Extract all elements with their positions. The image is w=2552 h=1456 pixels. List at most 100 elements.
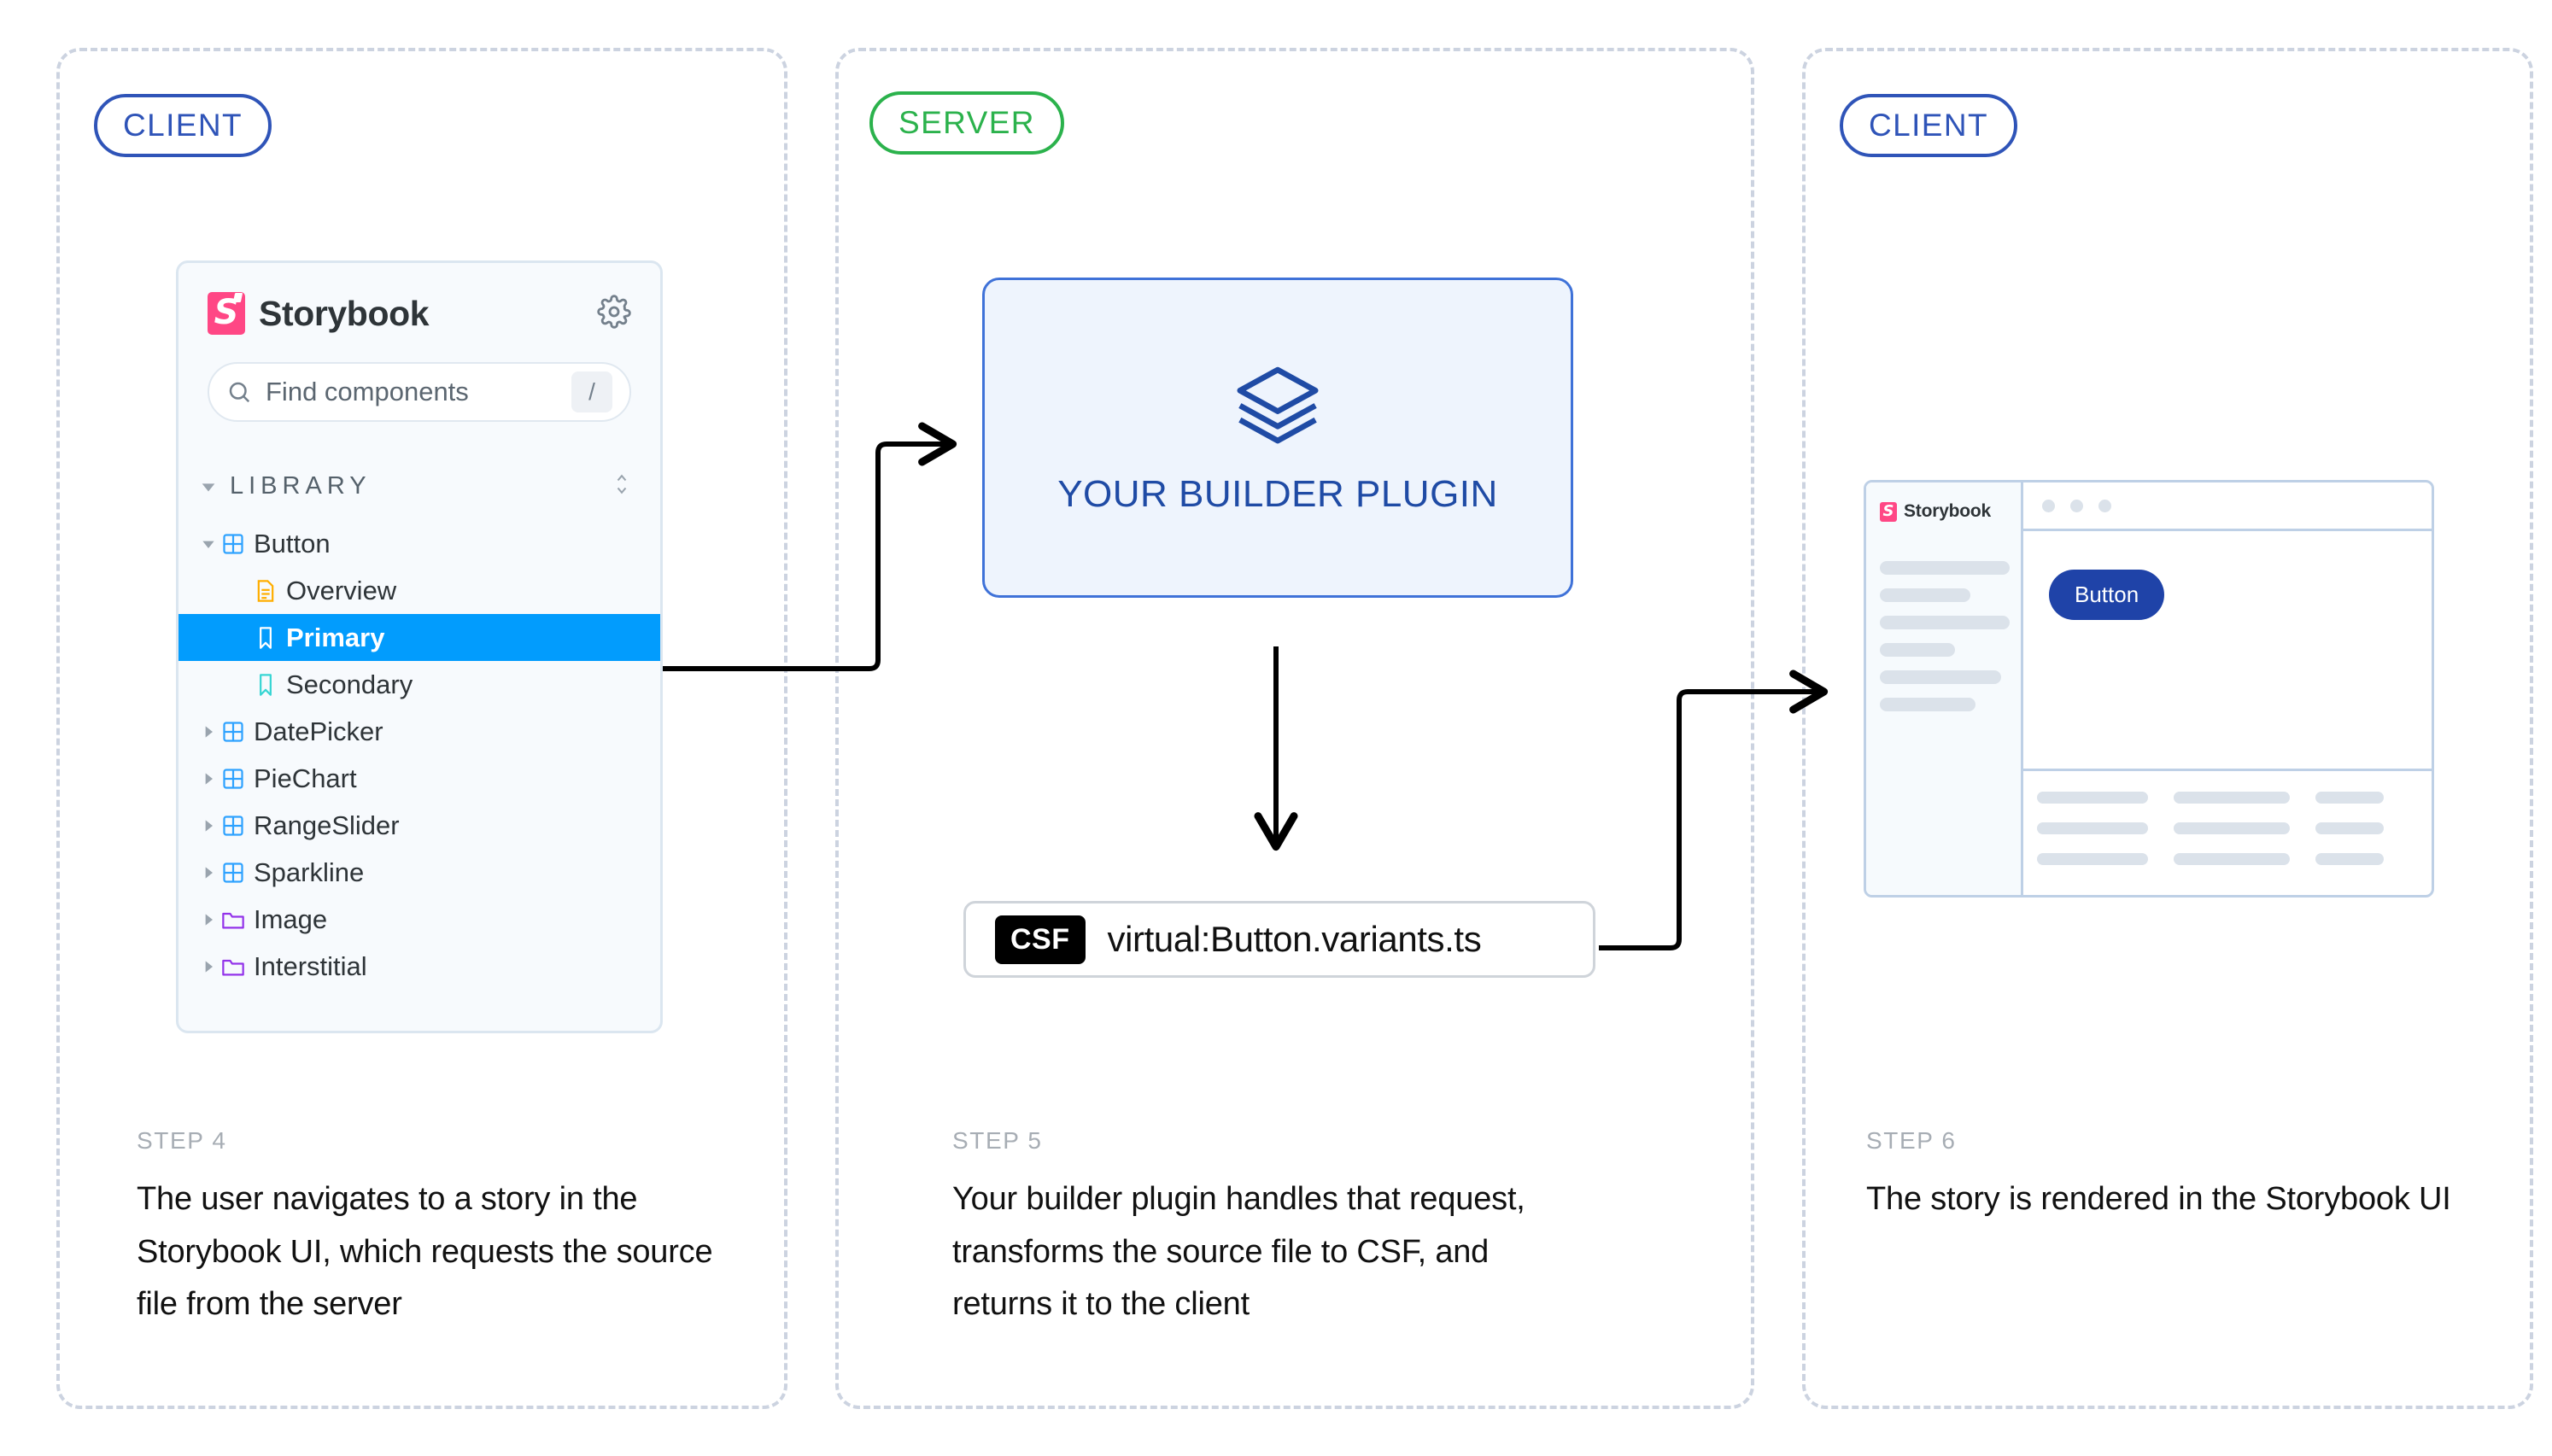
chevron-right-icon <box>205 772 213 785</box>
step-6-eyebrow: STEP 6 <box>1866 1127 1957 1154</box>
storybook-logo-letter: S <box>214 293 239 332</box>
tree-twisty[interactable] <box>199 864 218 881</box>
tree-item-button[interactable]: Button <box>179 520 660 567</box>
chevron-right-icon <box>205 913 213 926</box>
tree-item-label: DatePicker <box>254 716 383 746</box>
step-5: STEP 5 Your builder plugin handles that … <box>952 1127 1550 1331</box>
tree-item-label: Image <box>254 903 328 934</box>
csf-filename: virtual:Button.variants.ts <box>1107 919 1482 959</box>
component-icon <box>223 533 243 554</box>
storybook-title: Storybook <box>259 293 430 333</box>
docs-icon <box>257 579 274 602</box>
tree-item-interstitial[interactable]: Interstitial <box>179 943 660 990</box>
sidebar-section-label: LIBRARY <box>230 472 372 500</box>
mini-storybook-browser: S Storybook Button <box>1864 480 2434 898</box>
addon-column <box>2037 792 2148 895</box>
badge-client-left: CLIENT <box>94 94 272 157</box>
step-6-body: The story is rendered in the Storybook U… <box>1866 1181 2451 1217</box>
tree-item-label: Button <box>254 528 331 558</box>
step-4-body: The user navigates to a story in the Sto… <box>137 1181 713 1323</box>
tree-item-label: Secondary <box>286 669 413 699</box>
preview-button[interactable]: Button <box>2049 570 2165 620</box>
skeleton-bar <box>2037 822 2148 834</box>
tree-item-label: Sparkline <box>254 857 365 887</box>
tree-twisty[interactable] <box>199 817 218 834</box>
window-dot <box>2042 499 2055 512</box>
tree-item-label: Interstitial <box>254 950 367 981</box>
sort-updown-icon[interactable] <box>612 471 631 501</box>
tree-item-label: PieChart <box>254 763 357 793</box>
step-6: STEP 6 The story is rendered in the Stor… <box>1866 1127 2464 1226</box>
skeleton-bar <box>2315 853 2384 865</box>
component-icon <box>218 814 249 838</box>
folder-icon <box>222 959 244 975</box>
search-input[interactable]: Find components / <box>208 362 631 422</box>
mini-browser-canvas: Button <box>2023 531 2432 769</box>
tree-item-rangeslider[interactable]: RangeSlider <box>179 802 660 849</box>
csf-badge: CSF <box>995 915 1086 964</box>
step-5-body: Your builder plugin handles that request… <box>952 1181 1525 1323</box>
folder-icon <box>222 912 244 928</box>
skeleton-bar <box>1880 588 1970 602</box>
skeleton-bar <box>1880 616 2010 629</box>
tree-item-secondary[interactable]: Secondary <box>179 661 660 708</box>
tree-item-image[interactable]: Image <box>179 896 660 943</box>
storybook-logo-icon: S <box>1880 501 1897 522</box>
mini-browser-sidebar: S Storybook <box>1866 482 2023 895</box>
mini-browser-logo-row: S Storybook <box>1880 501 2007 522</box>
chevron-down-icon <box>202 482 215 491</box>
search-icon <box>229 382 250 403</box>
tree-item-piechart[interactable]: PieChart <box>179 755 660 802</box>
skeleton-bar <box>1880 643 1955 657</box>
tree-twisty[interactable] <box>199 911 218 928</box>
step-4-eyebrow: STEP 4 <box>137 1127 227 1154</box>
tree-twisty[interactable] <box>199 535 218 553</box>
layers-icon <box>1237 366 1319 443</box>
storybook-header: S Storybook <box>179 263 660 335</box>
chevron-right-icon <box>205 866 213 879</box>
gear-icon[interactable] <box>597 294 631 333</box>
component-icon <box>218 861 249 885</box>
search-placeholder: Find components <box>266 377 469 406</box>
tree-twisty[interactable] <box>199 770 218 787</box>
docs-icon <box>250 579 281 603</box>
addon-column <box>2315 792 2384 895</box>
tree-item-overview[interactable]: Overview <box>179 567 660 614</box>
tree-item-sparkline[interactable]: Sparkline <box>179 849 660 896</box>
window-dot <box>2098 499 2111 512</box>
storybook-app-mock: S Storybook Find components / LIBRARY Bu… <box>176 260 663 1033</box>
folder-icon <box>218 956 249 978</box>
builder-plugin-card: YOUR BUILDER PLUGIN <box>982 278 1573 598</box>
chevron-right-icon <box>205 725 213 738</box>
csf-file-pill: CSF virtual:Button.variants.ts <box>963 901 1595 978</box>
builder-plugin-label: YOUR BUILDER PLUGIN <box>1057 472 1498 515</box>
skeleton-bar <box>2174 792 2290 804</box>
component-icon <box>223 815 243 836</box>
panel-client-left <box>56 48 787 1409</box>
tree-item-label: RangeSlider <box>254 810 400 840</box>
tree-twisty[interactable] <box>199 723 218 740</box>
story-icon <box>250 673 281 697</box>
skeleton-bar <box>1880 561 2010 575</box>
storybook-logo-icon: S <box>208 292 245 335</box>
skeleton-bar <box>1880 698 1975 711</box>
component-icon <box>223 862 243 883</box>
tree-twisty[interactable] <box>199 958 218 975</box>
sidebar-section-library[interactable]: LIBRARY <box>199 471 631 501</box>
skeleton-bar <box>2174 822 2290 834</box>
skeleton-bar <box>2037 853 2148 865</box>
story-icon <box>250 626 281 650</box>
storybook-logo-letter: S <box>1882 502 1894 520</box>
skeleton-bar <box>2315 792 2384 804</box>
chevron-right-icon <box>205 960 213 973</box>
story-icon <box>260 673 272 696</box>
component-icon <box>218 532 249 556</box>
mini-browser-toolbar <box>2023 482 2432 531</box>
tree-item-datepicker[interactable]: DatePicker <box>179 708 660 755</box>
tree-item-primary[interactable]: Primary <box>179 614 660 661</box>
mini-browser-skeleton-list <box>1880 561 2010 711</box>
chevron-down-icon <box>202 541 214 548</box>
skeleton-bar <box>2174 853 2290 865</box>
step-5-eyebrow: STEP 5 <box>952 1127 1043 1154</box>
